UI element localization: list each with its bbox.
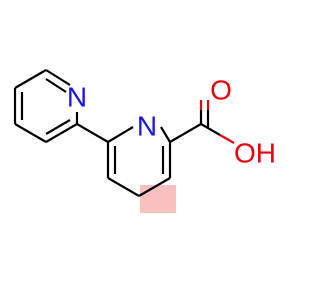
molecule-structure: N N O OH (13, 69, 276, 213)
nitrogen-atom-label: N (137, 111, 157, 142)
bond (200, 123, 221, 136)
nitrogen-atom-label: N (67, 82, 87, 113)
bond (169, 123, 202, 143)
highlight-patch (140, 185, 176, 213)
carboxylic-acid-group (169, 100, 235, 144)
bond (219, 134, 235, 144)
hydroxyl-label: OH (234, 138, 276, 169)
molecule-canvas: N N O OH (13, 69, 276, 213)
pyridine-ring-right (106, 126, 172, 197)
bond (107, 126, 134, 143)
bond (160, 126, 171, 143)
pyridine-ring-left (13, 69, 79, 143)
bond (107, 177, 140, 197)
oxygen-atom-label: O (210, 75, 232, 106)
bond (45, 78, 67, 93)
bond (45, 123, 78, 143)
bond (45, 119, 71, 135)
bond (45, 69, 71, 86)
bond (14, 69, 47, 89)
bond (138, 177, 171, 197)
bond (76, 123, 109, 143)
bond (14, 123, 47, 143)
